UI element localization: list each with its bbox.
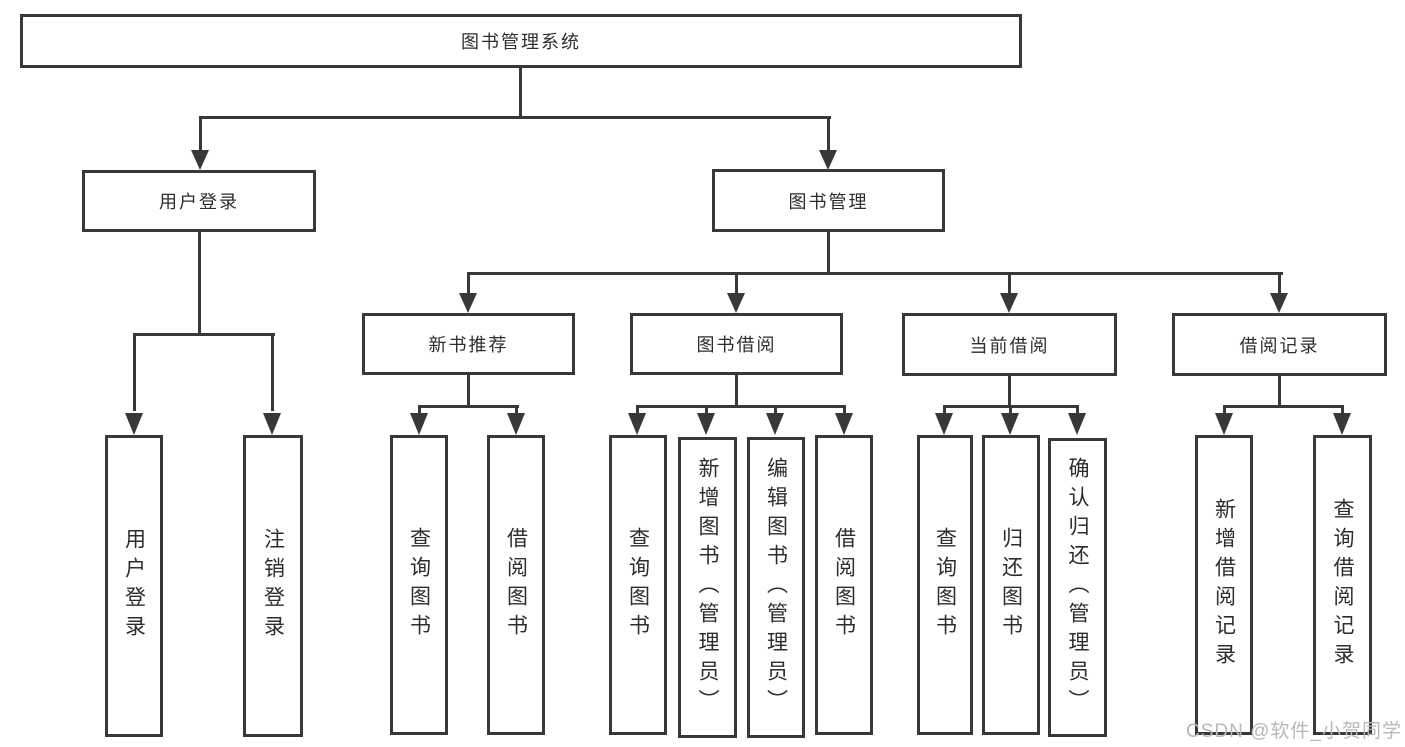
- node-current-confirm-return-admin: 确认归还（管理员）: [1048, 438, 1107, 737]
- connector-line: [827, 230, 830, 275]
- arrow-down-icon: [727, 293, 745, 313]
- connector-line: [515, 405, 518, 415]
- node-borrowing-add-books-admin: 新增图书（管理员）: [678, 437, 737, 738]
- node-book-borrowing: 图书借阅: [630, 313, 843, 375]
- connector-line: [843, 405, 846, 415]
- connector-line: [133, 333, 275, 336]
- node-borrowing-records: 借阅记录: [1172, 313, 1387, 376]
- connector-line: [198, 230, 201, 336]
- connector-line: [1341, 405, 1344, 415]
- node-library-management-system: 图书管理系统: [20, 14, 1022, 68]
- arrow-down-icon: [410, 413, 428, 435]
- connector-line: [199, 116, 831, 119]
- csdn-watermark: CSDN @软件_小贺同学: [1186, 721, 1402, 742]
- node-new-book-recommendation: 新书推荐: [362, 313, 575, 375]
- connector-line: [271, 333, 274, 411]
- arrow-down-icon: [125, 413, 143, 435]
- node-newbooks-borrow-books: 借阅图书: [487, 435, 545, 735]
- arrow-down-icon: [1270, 293, 1288, 313]
- arrow-down-icon: [935, 413, 953, 435]
- node-current-query-books: 查询图书: [917, 435, 973, 735]
- arrow-down-icon: [1333, 413, 1351, 435]
- arrow-down-icon: [191, 150, 209, 170]
- connector-line: [1008, 374, 1011, 407]
- node-records-query-borrow-record: 查询借阅记录: [1313, 435, 1372, 735]
- connector-line: [735, 272, 738, 295]
- arrow-down-icon: [1001, 413, 1019, 435]
- arrow-down-icon: [835, 413, 853, 435]
- arrow-down-icon: [1000, 293, 1018, 313]
- connector-line: [467, 374, 470, 407]
- arrow-down-icon: [263, 413, 281, 435]
- connector-line: [1009, 405, 1012, 415]
- connector-line: [1008, 272, 1011, 295]
- connector-line: [467, 272, 470, 295]
- arrow-down-icon: [819, 150, 837, 170]
- connector-line: [827, 116, 830, 152]
- connector-line: [636, 405, 846, 408]
- connector-line: [774, 405, 777, 415]
- node-current-borrowing: 当前借阅: [902, 313, 1117, 376]
- arrow-down-icon: [1068, 413, 1086, 435]
- connector-line: [705, 405, 708, 415]
- arrow-down-icon: [697, 413, 715, 435]
- connector-line: [1076, 405, 1079, 415]
- connector-line: [519, 66, 522, 119]
- connector-line: [1278, 272, 1281, 295]
- arrow-down-icon: [507, 413, 525, 435]
- arrow-down-icon: [1215, 413, 1233, 435]
- connector-line: [467, 272, 1283, 275]
- node-borrowing-edit-books-admin: 编辑图书（管理员）: [747, 437, 805, 738]
- connector-line: [735, 374, 738, 407]
- node-logout: 注销登录: [243, 435, 303, 737]
- node-book-management-branch: 图书管理: [712, 169, 945, 232]
- node-user-login: 用户登录: [105, 435, 163, 737]
- connector-line: [1223, 405, 1226, 415]
- node-user-login-branch: 用户登录: [82, 170, 316, 232]
- connector-line: [418, 405, 421, 415]
- node-newbooks-query-books: 查询图书: [390, 435, 448, 735]
- connector-line: [133, 333, 136, 411]
- connector-line: [1223, 405, 1344, 408]
- connector-line: [636, 405, 639, 415]
- connector-line: [1278, 374, 1281, 407]
- node-current-return-books: 归还图书: [982, 435, 1040, 735]
- arrow-down-icon: [628, 413, 646, 435]
- connector-line: [418, 405, 519, 408]
- node-borrowing-query-books: 查询图书: [609, 435, 667, 735]
- arrow-down-icon: [459, 293, 477, 313]
- connector-line: [199, 116, 202, 152]
- arrow-down-icon: [766, 413, 784, 435]
- node-records-add-borrow-record: 新增借阅记录: [1195, 435, 1253, 735]
- connector-line: [943, 405, 946, 415]
- node-borrowing-borrow-books: 借阅图书: [815, 435, 873, 735]
